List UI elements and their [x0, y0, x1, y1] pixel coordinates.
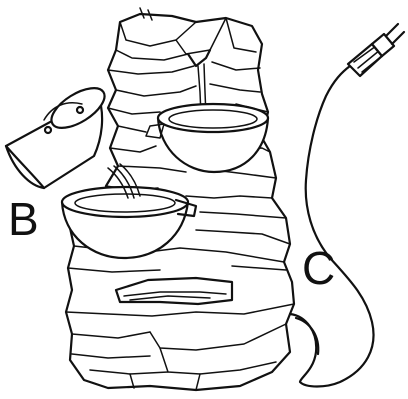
- label-b: B: [8, 196, 39, 242]
- bucket: [6, 80, 111, 188]
- label-c: C: [302, 245, 335, 291]
- power-cord: [290, 66, 374, 387]
- plug-icon: [348, 24, 404, 76]
